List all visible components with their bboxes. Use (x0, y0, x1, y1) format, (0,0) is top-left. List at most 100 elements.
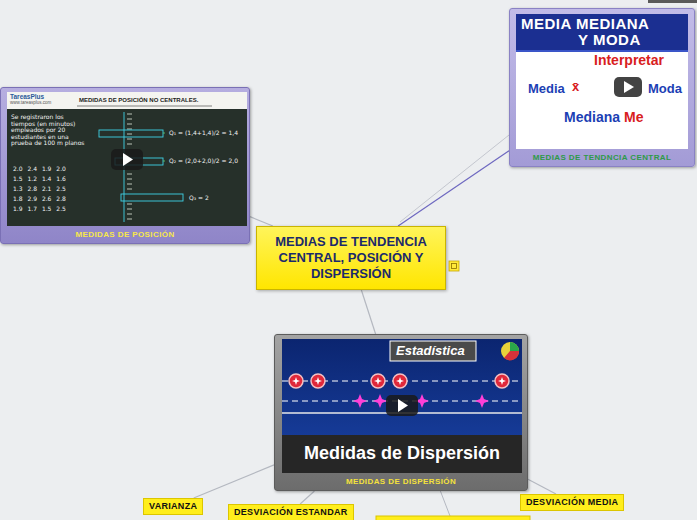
video-topic: MEDIAS DE TENDNCIA CENTRAL MEDIA MEDIANAY… (509, 8, 695, 167)
branch-connector (194, 465, 274, 498)
offscreen-node-edge (648, 0, 697, 3)
video-thumbnail-part (99, 112, 183, 222)
topic-text: VARIANZA (149, 501, 197, 512)
term-text: Media (528, 82, 565, 96)
central-topic: MEDIAS DE TENDENCIA CENTRAL, POSICIÓN Y … (256, 226, 446, 290)
video-thumbnail-part (390, 341, 476, 361)
video-thumbnail-part-part (127, 184, 132, 185)
problem-text: Se registraron los tiempos (en minutos) … (11, 114, 85, 147)
video-thumbnail-part (386, 395, 418, 416)
video-thumbnail-part (123, 153, 133, 166)
video-thumbnail-part (516, 50, 688, 52)
video-thumbnail-part-part (292, 377, 300, 385)
video-thumbnail-part-part (127, 129, 132, 130)
video-thumbnail-part (111, 149, 143, 170)
video-thumbnail-part-part (353, 394, 367, 408)
video-thumbnail-part-part (121, 194, 183, 201)
video-thumbnail-part-part (99, 130, 163, 137)
video-thumbnail-part-part (311, 374, 325, 388)
video-topic: MEDIDAS DE POSICIÓNTareasPluswww.tareasp… (0, 87, 250, 244)
video-thumbnail-part-part (127, 209, 132, 210)
offscreen-topic-chip (376, 516, 530, 520)
video-thumbnail-part-part (127, 139, 132, 140)
pie-icon-part (504, 351, 519, 360)
video-thumbnail-part-part (314, 377, 322, 385)
data-row: 1.8 2.9 2.6 2.8 (13, 196, 66, 203)
data-row: 1.3 2.8 2.1 2.5 (13, 186, 66, 193)
subtopic-chip: VARIANZA (143, 498, 203, 515)
symbol-text: Me (624, 110, 643, 125)
branch-connector (250, 217, 273, 226)
subtitle-text: Interpretar (594, 53, 664, 68)
topic-text: MEDIDAS DE DISPERSIÓN (279, 477, 523, 487)
video-thumbnail-part-part (127, 179, 132, 180)
topic-text: MEDIAS DE TENDNCIA CENTRAL (514, 153, 690, 163)
video-thumbnail-part (7, 92, 247, 109)
topic-text: DESVIACIÓN MEDIA (526, 497, 618, 508)
banner-text: Medidas de Dispersión (282, 444, 522, 464)
pie-icon-part (501, 342, 519, 360)
video-thumbnail-part (292, 377, 506, 385)
video-thumbnail-part-part (127, 189, 132, 190)
video-thumbnail-part-part (373, 394, 387, 408)
video-thumbnail-part-part (127, 144, 132, 145)
video-thumbnail-part (516, 14, 688, 149)
data-row: 1.5 1.2 1.4 1.6 (13, 176, 66, 183)
formula-text: Q₁ = (1,4+1,4)/2 = 1,4 (169, 130, 238, 137)
note-icon-part (452, 264, 457, 269)
video-topic: MEDIDAS DE DISPERSIÓN EstadísticaMedidas … (274, 334, 528, 491)
video-thumbnail-part-part (374, 377, 382, 385)
note-icon (449, 261, 459, 271)
banner-text: Estadística (396, 344, 465, 358)
data-row: 1.9 1.7 1.5 2.5 (13, 206, 66, 213)
video-thumbnail-part-part (371, 374, 385, 388)
subtopic-chip: DESVIACIÓN ESTANDAR (228, 504, 354, 520)
video-thumbnail-part (624, 81, 634, 93)
video-thumbnail-part-part (475, 394, 489, 408)
data-row: 2.0 2.4 1.9 2.0 (13, 166, 66, 173)
video-thumbnail-part (282, 435, 522, 473)
video-thumbnail-part-part (127, 114, 132, 115)
video-thumbnail-part-part (127, 219, 132, 220)
video-thumbnail-part (516, 14, 688, 50)
board-title: MEDIDAS DE POSICIÓN NO CENTRALES. (79, 97, 198, 104)
video-thumbnail-part (614, 77, 642, 97)
video-thumbnail-part-part (127, 204, 132, 205)
video-thumbnail-part-part (127, 134, 132, 135)
video-thumbnail-part (282, 339, 522, 473)
pie-icon (501, 342, 519, 360)
video-thumbnail-part-part (127, 174, 132, 175)
subtopic-chip: DESVIACIÓN MEDIA (520, 494, 624, 511)
video-thumbnail-part-part (393, 374, 407, 388)
note-icon-part (449, 261, 459, 271)
video-thumbnail-part-part (127, 124, 132, 125)
video-thumbnail-part-part (127, 119, 132, 120)
branch-connector (398, 151, 509, 226)
logo-text: TareasPlus (10, 93, 44, 100)
topic-text: MEDIAS DE TENDENCIA CENTRAL, POSICIÓN Y … (267, 234, 435, 282)
video-thumbnail-part-part (498, 377, 506, 385)
video-thumbnail-part (289, 374, 509, 388)
title-text: MEDIA MEDIANA (521, 16, 649, 33)
topic-text: MEDIDAS DE POSICIÓN (5, 230, 245, 240)
term-text: Moda (648, 82, 682, 96)
video-thumbnail-part (7, 92, 247, 226)
video-thumbnail-part-part (396, 377, 404, 385)
video-thumbnail-part-part (163, 161, 165, 162)
video-thumbnail-part-part (495, 374, 509, 388)
video-thumbnail-part (353, 394, 489, 408)
pie-icon-part (510, 342, 519, 351)
symbol-text: x̄ (572, 80, 579, 94)
branch-line (440, 490, 450, 516)
branch-connector (300, 491, 314, 504)
video-thumbnail-part-part (289, 374, 303, 388)
branch-connector (361, 290, 375, 334)
formula-text: Q₃ = 2 (189, 195, 209, 202)
title-text: Y MODA (578, 32, 641, 49)
video-thumbnail-part (77, 106, 212, 107)
term-text: Mediana (564, 110, 620, 125)
branch-connector (528, 479, 556, 494)
faint-branch-line (400, 135, 509, 222)
topic-text: DESVIACIÓN ESTANDAR (234, 507, 348, 518)
